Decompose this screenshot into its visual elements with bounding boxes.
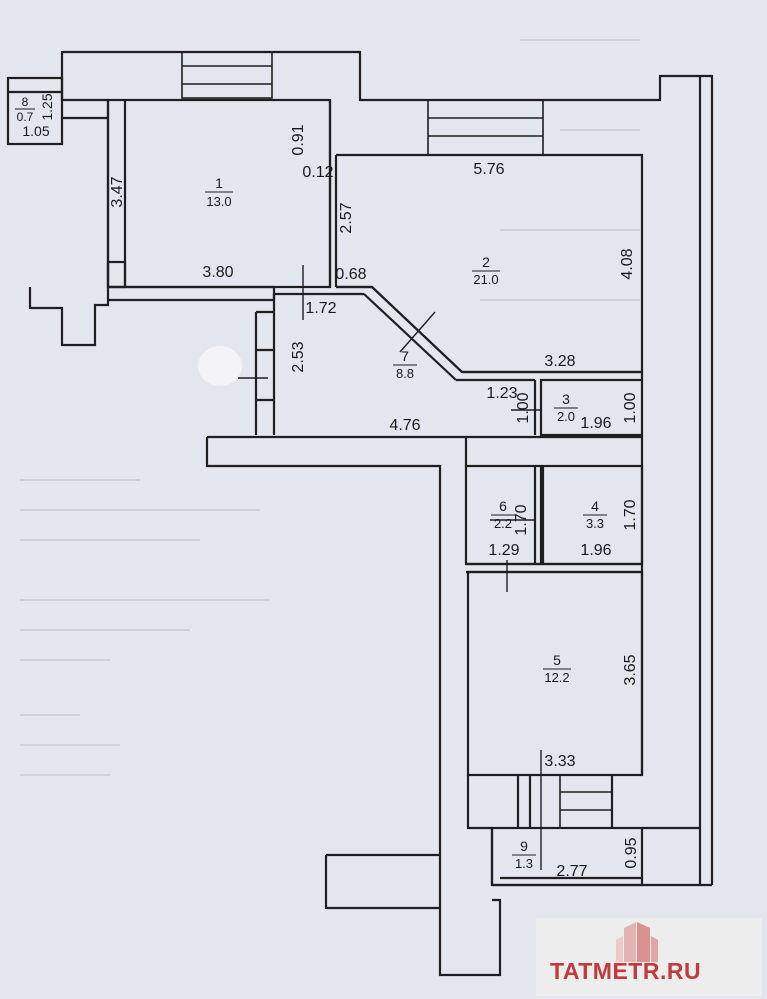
room-1-id: 1: [215, 175, 223, 191]
dim-r7-left: 2.53: [290, 341, 307, 372]
smudge-mark: [198, 346, 242, 386]
room-8-id: 8: [22, 95, 29, 109]
windows: [181, 51, 613, 829]
dimension-ticks: [62, 117, 542, 870]
dim-r1-gap: 0.12: [302, 164, 333, 181]
room-2-area: 21.0: [473, 272, 498, 287]
room-8-area: 0.7: [17, 110, 34, 124]
dim-r2-corner: 0.68: [335, 266, 366, 283]
dim-r7-bottom: 4.76: [389, 417, 420, 434]
dim-r8-bottom: 1.05: [22, 123, 49, 139]
dim-r1-top: 0.91: [290, 124, 307, 155]
dim-r2-left: 2.57: [338, 202, 355, 233]
dim-r9-right: 0.95: [623, 837, 640, 868]
room-5-area: 12.2: [544, 670, 569, 685]
dim-r1-bottom: 3.80: [202, 264, 233, 281]
dim-r7-top: 1.72: [305, 300, 336, 317]
room-4-id: 4: [591, 498, 599, 514]
room-9-area: 1.3: [515, 856, 533, 871]
dim-r2-bottom: 3.28: [544, 353, 575, 370]
dim-r4-right: 1.70: [622, 499, 639, 530]
watermark-box: TATMETR.RU: [536, 918, 762, 996]
dim-r6-bottom: 1.29: [488, 542, 519, 559]
room-7-id: 7: [401, 348, 409, 364]
dim-r3-right: 1.00: [622, 392, 639, 423]
room-9-id: 9: [520, 838, 528, 854]
dim-r6-right: 1.70: [513, 504, 530, 535]
dim-r1-left: 3.47: [109, 176, 126, 207]
room-labels: 1 13.0 2 21.0 3 2.0 4 3.3 5 12.2 6 2.2 7…: [15, 95, 607, 871]
room-3-area: 2.0: [557, 409, 575, 424]
dim-r2-right: 4.08: [619, 248, 636, 279]
dim-r8-right: 1.25: [39, 93, 55, 120]
room-6-area: 2.2: [494, 516, 512, 531]
dim-r5-bottom: 3.33: [544, 753, 575, 770]
dim-r3-left: 1.00: [515, 392, 532, 423]
dim-r5-right: 3.65: [622, 654, 639, 685]
room-7-area: 8.8: [396, 366, 414, 381]
dim-r2-top: 5.76: [473, 161, 504, 178]
room-5-id: 5: [553, 652, 561, 668]
watermark-logo-icon: [616, 922, 658, 962]
room-2-id: 2: [482, 254, 490, 270]
background-faint-lines: [20, 39, 640, 776]
dim-r3-bottom: 1.96: [580, 415, 611, 432]
dimension-labels: 0.91 3.47 3.80 0.12 5.76 2.57 4.08 3.28 …: [22, 93, 640, 880]
room-4-area: 3.3: [586, 516, 604, 531]
dim-r9-bottom: 2.77: [556, 863, 587, 880]
dim-r4-bottom: 1.96: [580, 542, 611, 559]
watermark-text: TATMETR.RU: [550, 958, 702, 984]
dim-r3-top: 1.23: [486, 385, 517, 402]
walls: [6, 50, 714, 977]
room-3-id: 3: [562, 391, 570, 407]
room-1-area: 13.0: [206, 194, 231, 209]
room-6-id: 6: [499, 498, 507, 514]
